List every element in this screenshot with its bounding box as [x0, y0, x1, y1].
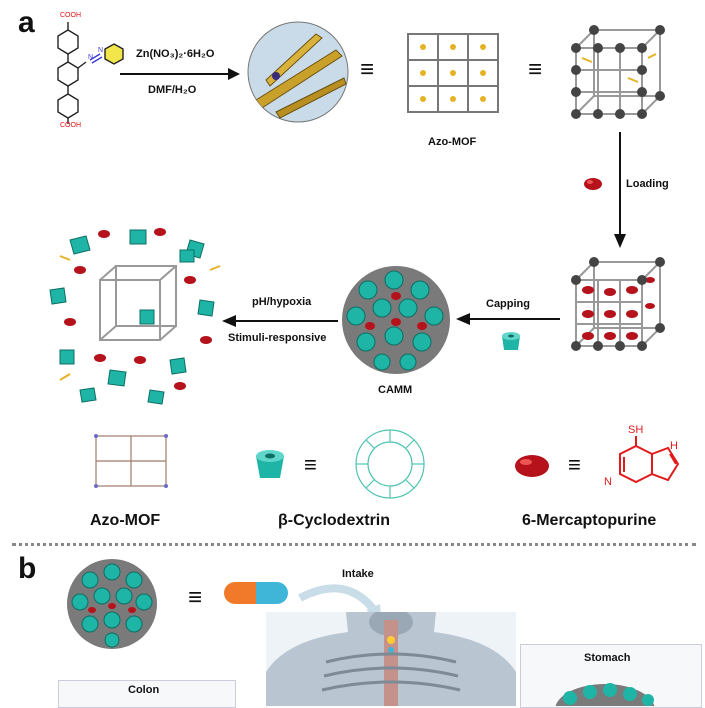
release-arrow [222, 315, 338, 327]
svg-text:N: N [98, 47, 103, 54]
legend-cyclodextrin-structure [355, 429, 425, 499]
legend-cyclodextrin-icon [256, 450, 284, 478]
mercaptopurine-h: H [670, 440, 678, 452]
equiv-sign-1: ≡ [360, 56, 375, 83]
capsule-icon [224, 582, 288, 604]
cooh-bottom-label: COOH [60, 122, 81, 129]
azo-mof-label: Azo-MOF [428, 136, 477, 148]
stomach-camm-particle [555, 683, 655, 706]
legend-drug-icon [515, 455, 549, 477]
loading-arrow [614, 132, 626, 248]
loaded-mof-lattice [571, 257, 665, 351]
loading-label: Loading [626, 178, 669, 190]
svg-text:N: N [88, 54, 93, 61]
legend-azo-mof-label: Azo-MOF [90, 512, 161, 529]
released-cluster [49, 228, 221, 405]
camm-particle [342, 266, 450, 374]
legend-cyclodextrin-equiv: ≡ [304, 452, 317, 477]
capping-arrow [456, 313, 560, 325]
intake-label: Intake [342, 568, 374, 580]
equiv-sign-b: ≡ [188, 584, 203, 611]
capping-label: Capping [486, 298, 530, 310]
legend-cyclodextrin-label: β-Cyclodextrin [278, 512, 391, 529]
empty-mof-lattice [571, 25, 665, 119]
reagent-line-1: Zn(NO₃)₂·6H₂O [136, 48, 215, 60]
stimuli-line-1: pH/hypoxia [252, 296, 312, 308]
equiv-sign-2: ≡ [528, 56, 543, 83]
body-anatomy-image [266, 612, 516, 706]
colon-label: Colon [128, 684, 160, 696]
camm-particle-b [67, 559, 157, 649]
panel-a-letter: a [18, 6, 35, 39]
legend-mercaptopurine-equiv: ≡ [568, 452, 581, 477]
mercaptopurine-n: N [604, 476, 612, 488]
synthesis-arrow [120, 68, 240, 80]
camm-label: CAMM [378, 384, 413, 396]
azo-ligand-structure: N N [57, 22, 124, 124]
azo-mof-framework-image [407, 33, 499, 113]
stomach-label: Stomach [584, 652, 631, 664]
stimuli-line-2: Stimuli-responsive [228, 332, 327, 344]
legend-mercaptopurine-label: 6-Mercaptopurine [522, 512, 657, 529]
panel-divider [12, 543, 696, 546]
legend-azo-mof-structure [94, 434, 168, 488]
mercaptopurine-sh: SH [628, 424, 644, 436]
legend-mercaptopurine-structure [619, 436, 680, 484]
cyclodextrin-icon-capping [502, 332, 520, 350]
panel-b-letter: b [18, 552, 37, 585]
drug-icon-loading [584, 178, 602, 190]
crystal-micrograph [247, 21, 349, 123]
reagent-line-2: DMF/H₂O [148, 84, 197, 96]
cooh-top-label: COOH [60, 12, 81, 19]
